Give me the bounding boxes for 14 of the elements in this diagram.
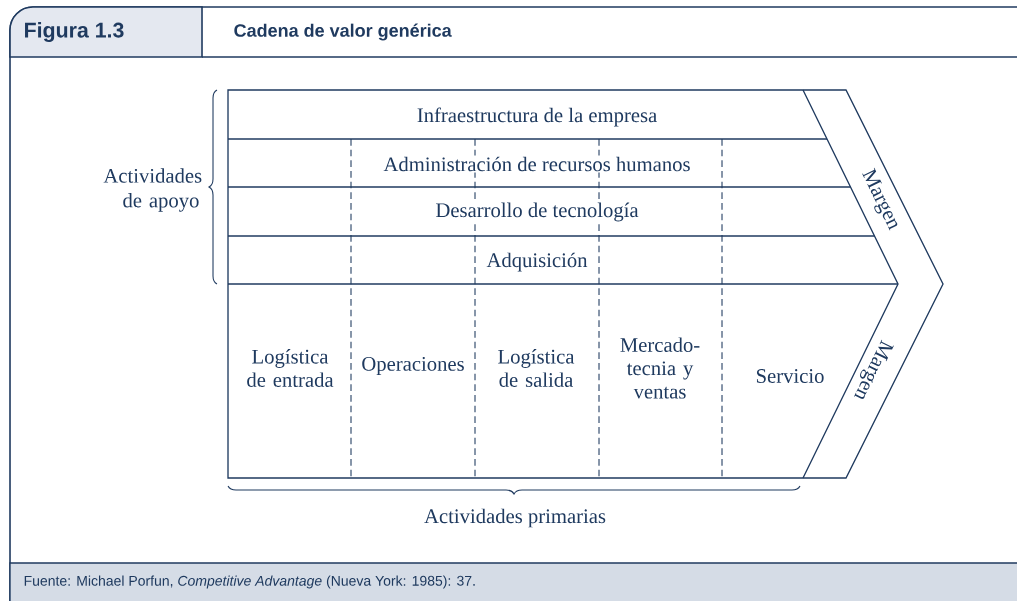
primary-activity-label: Logística de salida [498, 349, 575, 387]
primary-activity-label: Operaciones [362, 356, 464, 376]
source-note: Fuente: Michael Porfun, Competitive Advantage (Nueva York: 1985): 37. [24, 575, 475, 589]
support-activity-label: Administración de recursos humanos [382, 155, 692, 173]
support-activity-label: Adquisición [485, 251, 589, 273]
support-activity-label: Infraestructura de la empresa [415, 106, 659, 128]
figure-number: Figura 1.3 [25, 22, 124, 42]
support-activity-label: Desarrollo de tecnología [434, 201, 640, 223]
bracket-label: Actividades primarias [424, 508, 606, 528]
primary-activity-label: Logística de entrada [247, 349, 334, 387]
figure-title: Cadena de valor genérica [234, 23, 452, 41]
bracket-label: Actividades de apoyo [103, 168, 202, 212]
primary-activity-label: Mercado- tecnia y ventas [620, 337, 700, 399]
primary-activity-label: Servicio [756, 369, 824, 383]
